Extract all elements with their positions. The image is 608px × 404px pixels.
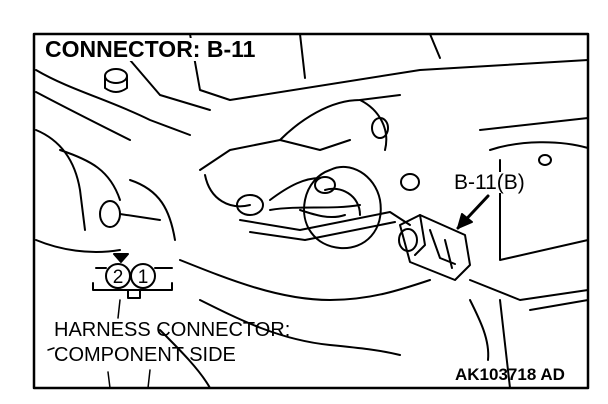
bolt-center — [371, 117, 389, 139]
bolt-top — [104, 68, 128, 84]
round-port — [303, 165, 382, 250]
bolt-left — [99, 200, 121, 228]
harness-label-line2: COMPONENT SIDE — [54, 344, 236, 366]
wire-harness — [269, 177, 321, 201]
connector-b11 — [398, 214, 471, 281]
housing-top — [199, 139, 351, 171]
pin-symbol — [92, 253, 173, 299]
connector-title: CONNECTOR: B-11 — [42, 38, 259, 61]
pin-2-label: 2 — [113, 267, 124, 288]
harness-label-line1: HARNESS CONNECTOR: — [54, 319, 291, 341]
connector-callout-label: B-11(B) — [452, 171, 527, 194]
manifold-edge — [35, 69, 191, 136]
cover-edge — [189, 33, 589, 101]
figure-code: AK103718 AD — [455, 365, 565, 384]
figure-border — [32, 32, 590, 390]
pin-1-label: 1 — [138, 267, 149, 288]
